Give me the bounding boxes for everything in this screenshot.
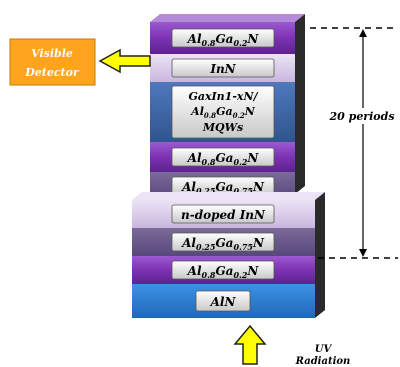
mqw-sub1: 0.8 — [204, 111, 216, 120]
top-algan-al: Al — [187, 32, 202, 46]
algan08-sub2: 0.2 — [233, 157, 247, 167]
top-bevel — [150, 14, 305, 22]
svg-text:Al0.8Ga0.2N: Al0.8Ga0.2N — [190, 105, 256, 120]
mqw-sub2: 0.2 — [233, 111, 245, 120]
layer-mqw: GaxIn1-xN/ Al0.8Ga0.2N MQWs — [150, 82, 295, 142]
lower-side-face — [315, 192, 325, 318]
detector-line2: Detector — [24, 66, 80, 79]
svg-text:Al0.8Ga0.2N: Al0.8Ga0.2N — [187, 151, 260, 167]
periods-label: 20 periods — [328, 110, 394, 123]
algan08-sub1: 0.8 — [202, 157, 216, 167]
svg-text:Al0.8Ga0.2N: Al0.8Ga0.2N — [187, 32, 260, 48]
algan08-ga: Ga — [215, 151, 233, 165]
top-algan-sub2: 0.2 — [233, 38, 247, 48]
inn-label: InN — [209, 62, 236, 76]
mqw-al: Al — [190, 105, 204, 118]
algan025l-sub1: 0.25 — [196, 242, 216, 252]
algan025l-ga: Ga — [215, 236, 233, 250]
algan025l-al: Al — [181, 236, 196, 250]
svg-text:Al0.25Ga0.75N: Al0.25Ga0.75N — [181, 236, 265, 252]
algan08l-sub1: 0.8 — [202, 270, 216, 280]
algan025u-sub1: 0.25 — [196, 186, 216, 196]
layer-algan-025-lower: Al0.25Ga0.75N — [132, 228, 315, 256]
aln-label: AlN — [210, 295, 237, 309]
upper-side-face — [295, 14, 305, 194]
layer-top-algan: Al0.8Ga0.2N — [150, 22, 295, 54]
arrow-up-head-icon — [359, 29, 367, 37]
algan025l-n: N — [252, 236, 265, 250]
algan025u-al: Al — [181, 180, 196, 194]
top-algan-n: N — [246, 32, 259, 46]
svg-text:Al0.25Ga0.75N: Al0.25Ga0.75N — [181, 180, 265, 196]
layer-algan-08-lower: Al0.8Ga0.2N — [132, 256, 315, 284]
layer-aln: AlN — [132, 284, 315, 318]
algan08l-n: N — [246, 264, 259, 278]
uv-line2: Radiation — [295, 356, 351, 367]
layer-n-doped-inn: n-doped InN — [132, 200, 315, 228]
arrow-down-head-icon — [359, 249, 367, 257]
mqw-line3: MQWs — [202, 121, 243, 134]
algan025u-ga: Ga — [215, 180, 233, 194]
mqw-ga: Ga — [216, 105, 233, 118]
layer-inn: InN — [150, 54, 295, 82]
top-algan-sub1: 0.8 — [202, 38, 216, 48]
algan08-n: N — [246, 151, 259, 165]
detector-line1: Visible — [31, 47, 73, 60]
mqw-line1: GaxIn1-xN/ — [188, 90, 258, 103]
algan025u-sub2: 0.75 — [233, 186, 253, 196]
left-arrow-icon — [98, 48, 151, 74]
visible-detector-box: Visible Detector — [9, 38, 96, 86]
uv-line1: UV — [315, 344, 333, 355]
n-doped-inn-label: n-doped InN — [181, 208, 266, 222]
lower-top-bevel — [132, 192, 325, 200]
algan08l-sub2: 0.2 — [233, 270, 247, 280]
algan08l-al: Al — [187, 264, 202, 278]
mqw-n: N — [244, 105, 256, 118]
svg-text:Al0.8Ga0.2N: Al0.8Ga0.2N — [187, 264, 260, 280]
up-arrow-icon — [233, 324, 267, 365]
layer-algan-08: Al0.8Ga0.2N — [150, 142, 295, 172]
algan025l-sub2: 0.75 — [233, 242, 253, 252]
algan08l-ga: Ga — [215, 264, 233, 278]
algan025u-n: N — [252, 180, 265, 194]
top-algan-ga: Ga — [215, 32, 233, 46]
algan08-al: Al — [187, 151, 202, 165]
